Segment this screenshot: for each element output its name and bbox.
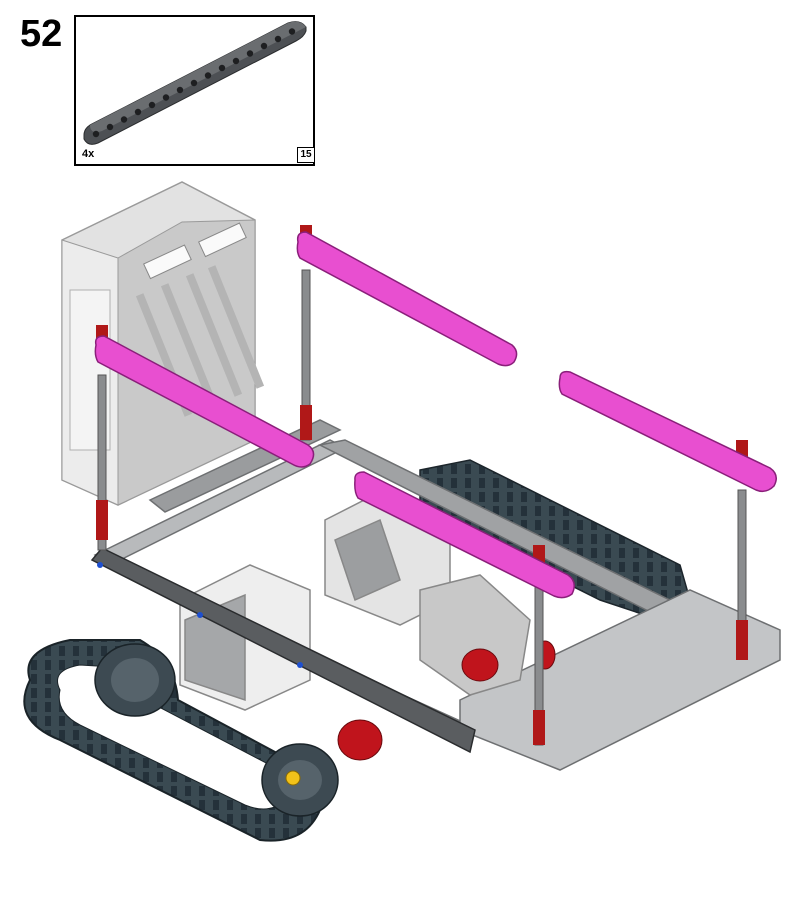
part-length-badge: 15 [297, 147, 315, 163]
technic-beam-15-icon [83, 21, 307, 145]
parts-callout: 4x 15 [74, 15, 315, 166]
left-track [23, 639, 339, 842]
robot-assembly-illustration [23, 181, 781, 842]
part-quantity: 4x [82, 148, 95, 160]
new-magenta-beams [94, 231, 777, 599]
ev3-brick [61, 181, 265, 506]
front-beam [90, 547, 476, 754]
step-number: 52 [20, 13, 63, 55]
